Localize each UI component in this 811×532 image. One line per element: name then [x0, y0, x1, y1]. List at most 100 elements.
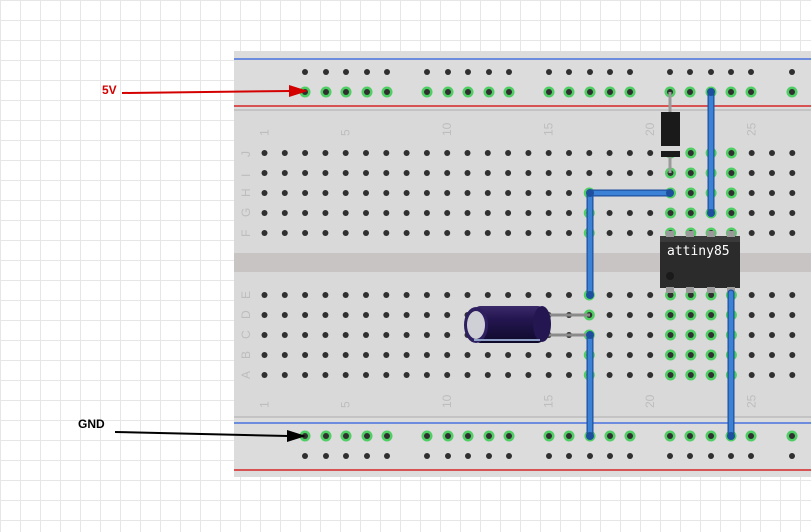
hole	[424, 69, 430, 75]
wire-end	[586, 432, 594, 440]
hole	[665, 329, 676, 341]
row-letter: D	[239, 310, 253, 319]
hole	[302, 332, 309, 338]
hole	[403, 372, 410, 378]
hole	[423, 292, 430, 298]
hole	[503, 430, 515, 442]
hole	[363, 352, 369, 358]
hole	[789, 312, 796, 318]
hole	[769, 170, 775, 176]
hole	[505, 352, 512, 358]
hole	[626, 170, 633, 176]
hole	[525, 190, 532, 196]
hole	[302, 170, 309, 176]
hole	[728, 453, 734, 459]
hole	[705, 430, 717, 442]
hole	[302, 453, 308, 459]
column-number: 20	[643, 394, 657, 408]
hole	[667, 69, 673, 75]
hole	[606, 292, 613, 298]
column-number: 25	[745, 394, 759, 408]
hole	[563, 86, 575, 98]
hole	[566, 170, 572, 176]
hole	[261, 372, 268, 378]
row-letter: H	[239, 188, 253, 197]
hole	[261, 352, 268, 358]
hole	[364, 69, 370, 75]
hole	[647, 210, 654, 216]
hole	[342, 312, 349, 318]
hole	[484, 170, 491, 176]
hole	[665, 349, 676, 361]
hole	[705, 329, 717, 341]
hole	[444, 210, 451, 216]
hole	[769, 332, 775, 338]
hole	[261, 150, 268, 156]
hole	[421, 86, 433, 98]
breadboard-holes	[261, 69, 798, 459]
hole	[484, 210, 491, 216]
hole	[647, 292, 654, 298]
hole	[748, 69, 754, 75]
hole	[464, 150, 471, 156]
hole	[789, 352, 796, 358]
hole	[545, 292, 552, 298]
row-letter: B	[239, 351, 253, 359]
hole	[545, 170, 552, 176]
hole	[281, 150, 288, 156]
hole	[606, 352, 613, 358]
hole	[384, 453, 390, 459]
hole	[383, 150, 390, 156]
hole	[545, 372, 552, 378]
hole	[546, 453, 552, 459]
hole	[322, 352, 329, 358]
hole	[543, 430, 555, 442]
hole	[525, 292, 532, 298]
chip-pin	[686, 287, 694, 293]
hole	[383, 190, 390, 196]
hole	[566, 230, 572, 236]
hole	[647, 312, 654, 318]
hole	[725, 187, 737, 199]
row-letter: A	[239, 371, 253, 379]
hole	[505, 190, 512, 196]
hole	[647, 230, 654, 236]
hole	[664, 430, 676, 442]
hole	[342, 190, 349, 196]
hole	[261, 170, 268, 176]
hole	[462, 430, 474, 442]
hole	[464, 170, 471, 176]
hole	[403, 352, 410, 358]
hole	[320, 86, 332, 98]
hole	[322, 230, 329, 236]
hole	[403, 150, 410, 156]
chip-pin	[686, 231, 694, 237]
hole	[769, 150, 775, 156]
hole	[545, 150, 552, 156]
hole	[261, 292, 268, 298]
hole	[607, 69, 613, 75]
hole	[545, 230, 552, 236]
hole	[444, 312, 451, 318]
hole	[302, 230, 309, 236]
hole	[486, 453, 492, 459]
hole	[725, 207, 737, 219]
hole	[626, 372, 633, 378]
gnd-annotation: GND	[78, 417, 306, 442]
hole	[685, 309, 697, 321]
hole	[423, 170, 430, 176]
hole	[584, 86, 596, 98]
hole	[403, 210, 410, 216]
hole	[769, 210, 775, 216]
hole	[627, 69, 633, 75]
hole	[261, 332, 268, 338]
hole	[705, 309, 717, 321]
hole	[464, 210, 471, 216]
hole	[748, 210, 755, 216]
hole	[342, 230, 349, 236]
chip-pin	[666, 231, 674, 237]
hole	[342, 150, 349, 156]
hole	[484, 190, 491, 196]
hole	[323, 453, 329, 459]
hole	[604, 430, 616, 442]
